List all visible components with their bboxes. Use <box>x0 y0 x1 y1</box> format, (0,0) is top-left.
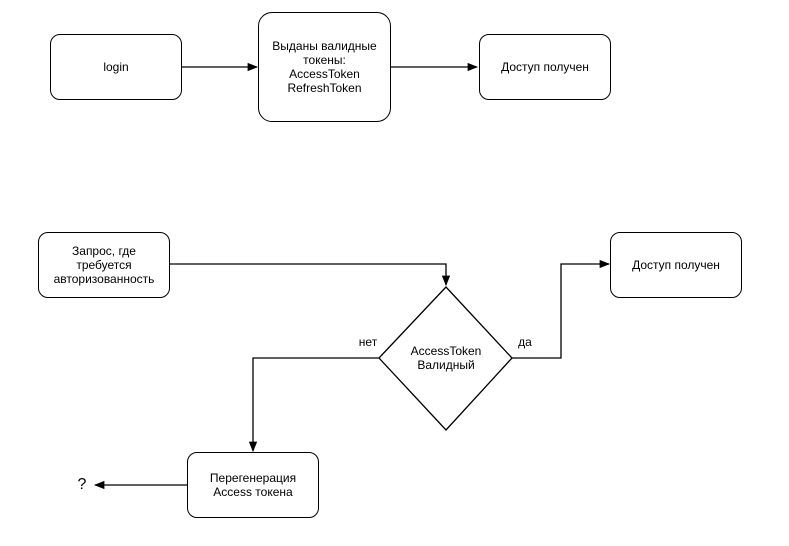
node-access-granted-bottom: Доступ получен <box>610 232 742 298</box>
decision-label: AccessToken Валидный <box>410 344 482 372</box>
edge-label-yes: да <box>518 335 532 349</box>
node-regenerate-label: Перегенерация Access токена <box>209 471 297 499</box>
node-login-label: login <box>103 60 129 74</box>
node-regenerate: Перегенерация Access токена <box>187 452 319 518</box>
node-access-granted-top: Доступ получен <box>479 34 611 100</box>
edge-request-to-decision <box>170 263 451 287</box>
node-login: login <box>50 34 182 100</box>
node-request: Запрос, где требуется авторизованность <box>38 232 170 298</box>
edge-label-no: нет <box>358 335 378 349</box>
node-tokens-issued: Выданы валидные токены: AccessToken Refr… <box>258 12 391 122</box>
decision-diamond <box>378 286 513 431</box>
unknown-label: ? <box>77 476 87 493</box>
node-tokens-issued-label: Выданы валидные токены: AccessToken Refr… <box>272 39 377 95</box>
node-access-granted-bottom-label: Доступ получен <box>632 258 720 272</box>
edge-decision-no <box>248 357 379 453</box>
edge-decision-yes <box>512 259 611 359</box>
node-access-granted-top-label: Доступ получен <box>501 60 589 74</box>
node-request-label: Запрос, где требуется авторизованность <box>53 244 155 286</box>
